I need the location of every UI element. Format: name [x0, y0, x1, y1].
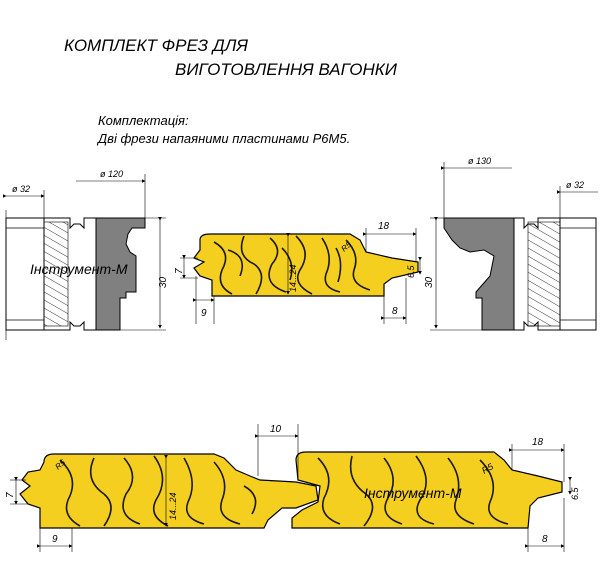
dim-right-height: 30 [424, 276, 435, 288]
dim-left-height: 30 [158, 276, 169, 288]
dim-assembly-tongue-length: 18 [532, 437, 544, 448]
dim-left-diameter: ø 120 [100, 169, 123, 179]
right-cutter: ø 130 ø 32 30 [424, 156, 598, 331]
title-line-2: ВИГОТОВЛЕННЯ ВАГОНКИ [175, 60, 397, 79]
dim-assembly-thickness: 14...24 [168, 492, 178, 520]
right-cutter-blade [443, 217, 515, 331]
title-line-1: КОМПЛЕКТ ФРЕЗ ДЛЯ [64, 36, 249, 55]
dim-board-thickness: 14...24 [288, 264, 298, 292]
watermark-bottom: Інструмент-М [364, 485, 462, 501]
dim-right-bore: ø 32 [566, 180, 584, 190]
assembly-grain [59, 455, 509, 527]
dim-assembly-tongue-width: 6.5 [570, 486, 580, 500]
board-grain [213, 235, 371, 295]
board-profile [193, 233, 419, 297]
dim-assembly-right-offset: 8 [542, 534, 548, 545]
kit-description: Дві фрези напаяними пластинами Р6М5. [98, 131, 351, 146]
center-board: R5 14...24 7 9 18 6.5 8 [174, 221, 422, 324]
dim-board-right-offset: 8 [392, 306, 398, 317]
right-cutter-body [559, 217, 597, 331]
left-cutter-hatch [43, 221, 69, 327]
dim-assembly-groove: 7 [5, 492, 16, 498]
dim-left-bore: ø 32 [12, 184, 30, 194]
assembly: R5 R5 14...24 10 7 9 18 6.5 8 [5, 424, 580, 552]
watermark-left: Інструмент-М [30, 261, 128, 277]
dim-board-groove: 7 [174, 268, 185, 274]
left-cutter-blade [95, 217, 146, 331]
dim-right-diameter: ø 130 [468, 156, 491, 166]
dim-assembly-gap: 10 [270, 424, 282, 435]
right-cutter-hatch [527, 221, 561, 327]
dim-assembly-left-offset: 9 [52, 534, 58, 545]
dim-board-tongue-width: 6.5 [406, 264, 416, 278]
assembly-left-board [19, 453, 319, 529]
dim-board-tongue-length: 18 [378, 221, 390, 232]
left-cutter: ø 32 ø 120 30 [3, 169, 169, 340]
kit-label: Комплектація: [98, 113, 189, 128]
dim-board-left-offset: 9 [201, 308, 207, 319]
